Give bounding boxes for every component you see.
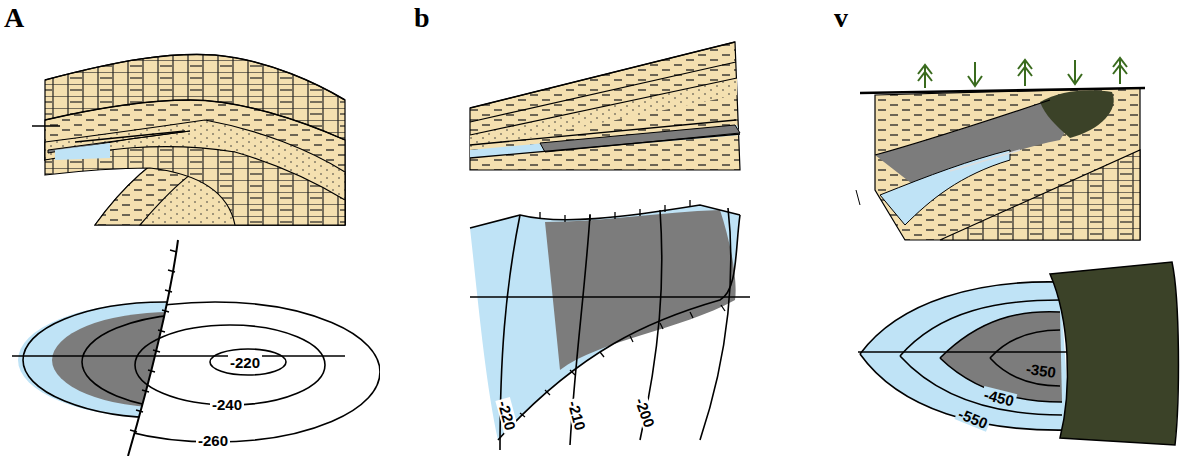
contour-value: -220 — [228, 355, 262, 370]
panel-letter: A — [4, 4, 24, 32]
contour-value: -200 — [632, 394, 658, 431]
contour-value: -350 — [1023, 361, 1059, 381]
panel-letter: b — [414, 4, 430, 32]
contour-value: -240 — [210, 397, 244, 412]
panel-letter: v — [834, 4, 848, 32]
contour-value: -210 — [565, 397, 588, 434]
contour-value: -260 — [196, 433, 230, 448]
